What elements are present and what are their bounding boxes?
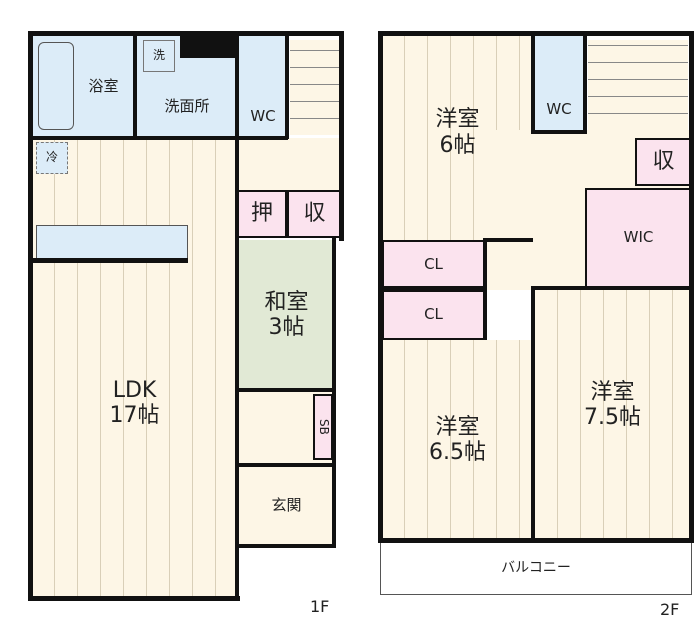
wall — [235, 544, 335, 548]
stairs-icon — [290, 40, 340, 135]
wc-1f-label: WC — [250, 106, 276, 125]
wall — [235, 388, 335, 392]
closet-2: CL — [382, 290, 485, 340]
closet-2-label: CL — [424, 305, 443, 324]
washroom-label: 洗面所 — [164, 96, 210, 115]
washitsu-size: 3帖 — [268, 315, 305, 340]
wic: WIC — [585, 188, 692, 288]
balcony-label: バルコニー — [501, 560, 571, 577]
floor-label-1f: 1F — [310, 597, 330, 616]
kitchen-counter — [36, 225, 188, 259]
washitsu-label: 和室 — [264, 289, 309, 315]
wall — [531, 286, 691, 290]
western-6-5-size: 6.5帖 — [429, 440, 486, 465]
wall — [483, 238, 533, 242]
storage-1f: 収 — [287, 190, 342, 238]
wall — [133, 31, 137, 139]
ldk-label: LDK — [112, 377, 157, 403]
entrance: 玄関 — [239, 467, 334, 545]
western-7-5-label: 洋室 — [590, 379, 635, 405]
ldk-size: 17帖 — [109, 403, 160, 428]
wall — [28, 596, 240, 601]
oshiire-label: 押 — [250, 201, 273, 227]
oshiire: 押 — [237, 190, 287, 238]
shoe-box: SB — [313, 394, 333, 460]
wall — [583, 31, 587, 131]
closet-1-label: CL — [424, 255, 443, 274]
wall — [28, 136, 288, 140]
wall — [378, 538, 694, 543]
storage-1f-label: 収 — [303, 201, 326, 227]
floor-label-2f: 2F — [660, 600, 680, 619]
washer-space: 洗 — [143, 40, 175, 72]
wall — [378, 286, 483, 290]
wall — [531, 288, 535, 540]
wall — [235, 463, 335, 467]
bath-label: 浴室 — [88, 76, 119, 95]
fridge-label: 冷 — [45, 150, 58, 165]
wall — [28, 31, 344, 36]
bathtub-icon — [38, 42, 74, 130]
wc-1f: WC — [239, 35, 287, 138]
wall — [339, 31, 344, 241]
wall — [531, 31, 535, 131]
wall — [378, 31, 694, 36]
wall — [235, 31, 239, 601]
wall — [531, 130, 587, 134]
wall — [180, 33, 235, 58]
storage-2f: 収 — [635, 138, 692, 186]
storage-2f-label: 収 — [652, 149, 675, 175]
sb-label: SB — [316, 419, 331, 435]
closet-1: CL — [382, 240, 485, 290]
wc-2f: WC — [535, 35, 583, 130]
wc-2f-label: WC — [546, 100, 572, 119]
wall — [483, 238, 487, 340]
hall-1f — [239, 138, 342, 190]
western-6-size: 6帖 — [439, 132, 476, 158]
entrance-label: 玄関 — [271, 496, 302, 515]
stairs-2f-icon — [588, 40, 688, 130]
wall — [28, 31, 33, 601]
fridge-space: 冷 — [36, 142, 68, 174]
wic-label: WIC — [623, 228, 654, 247]
wall — [285, 31, 289, 139]
western-7-5-size: 7.5帖 — [584, 405, 641, 430]
balcony: バルコニー — [380, 542, 692, 595]
western-6-5-label: 洋室 — [435, 414, 480, 440]
wall — [33, 258, 188, 263]
wall — [332, 238, 336, 548]
western-6-label: 洋室 — [435, 107, 480, 133]
washer-label: 洗 — [152, 48, 165, 63]
wall — [689, 31, 694, 543]
